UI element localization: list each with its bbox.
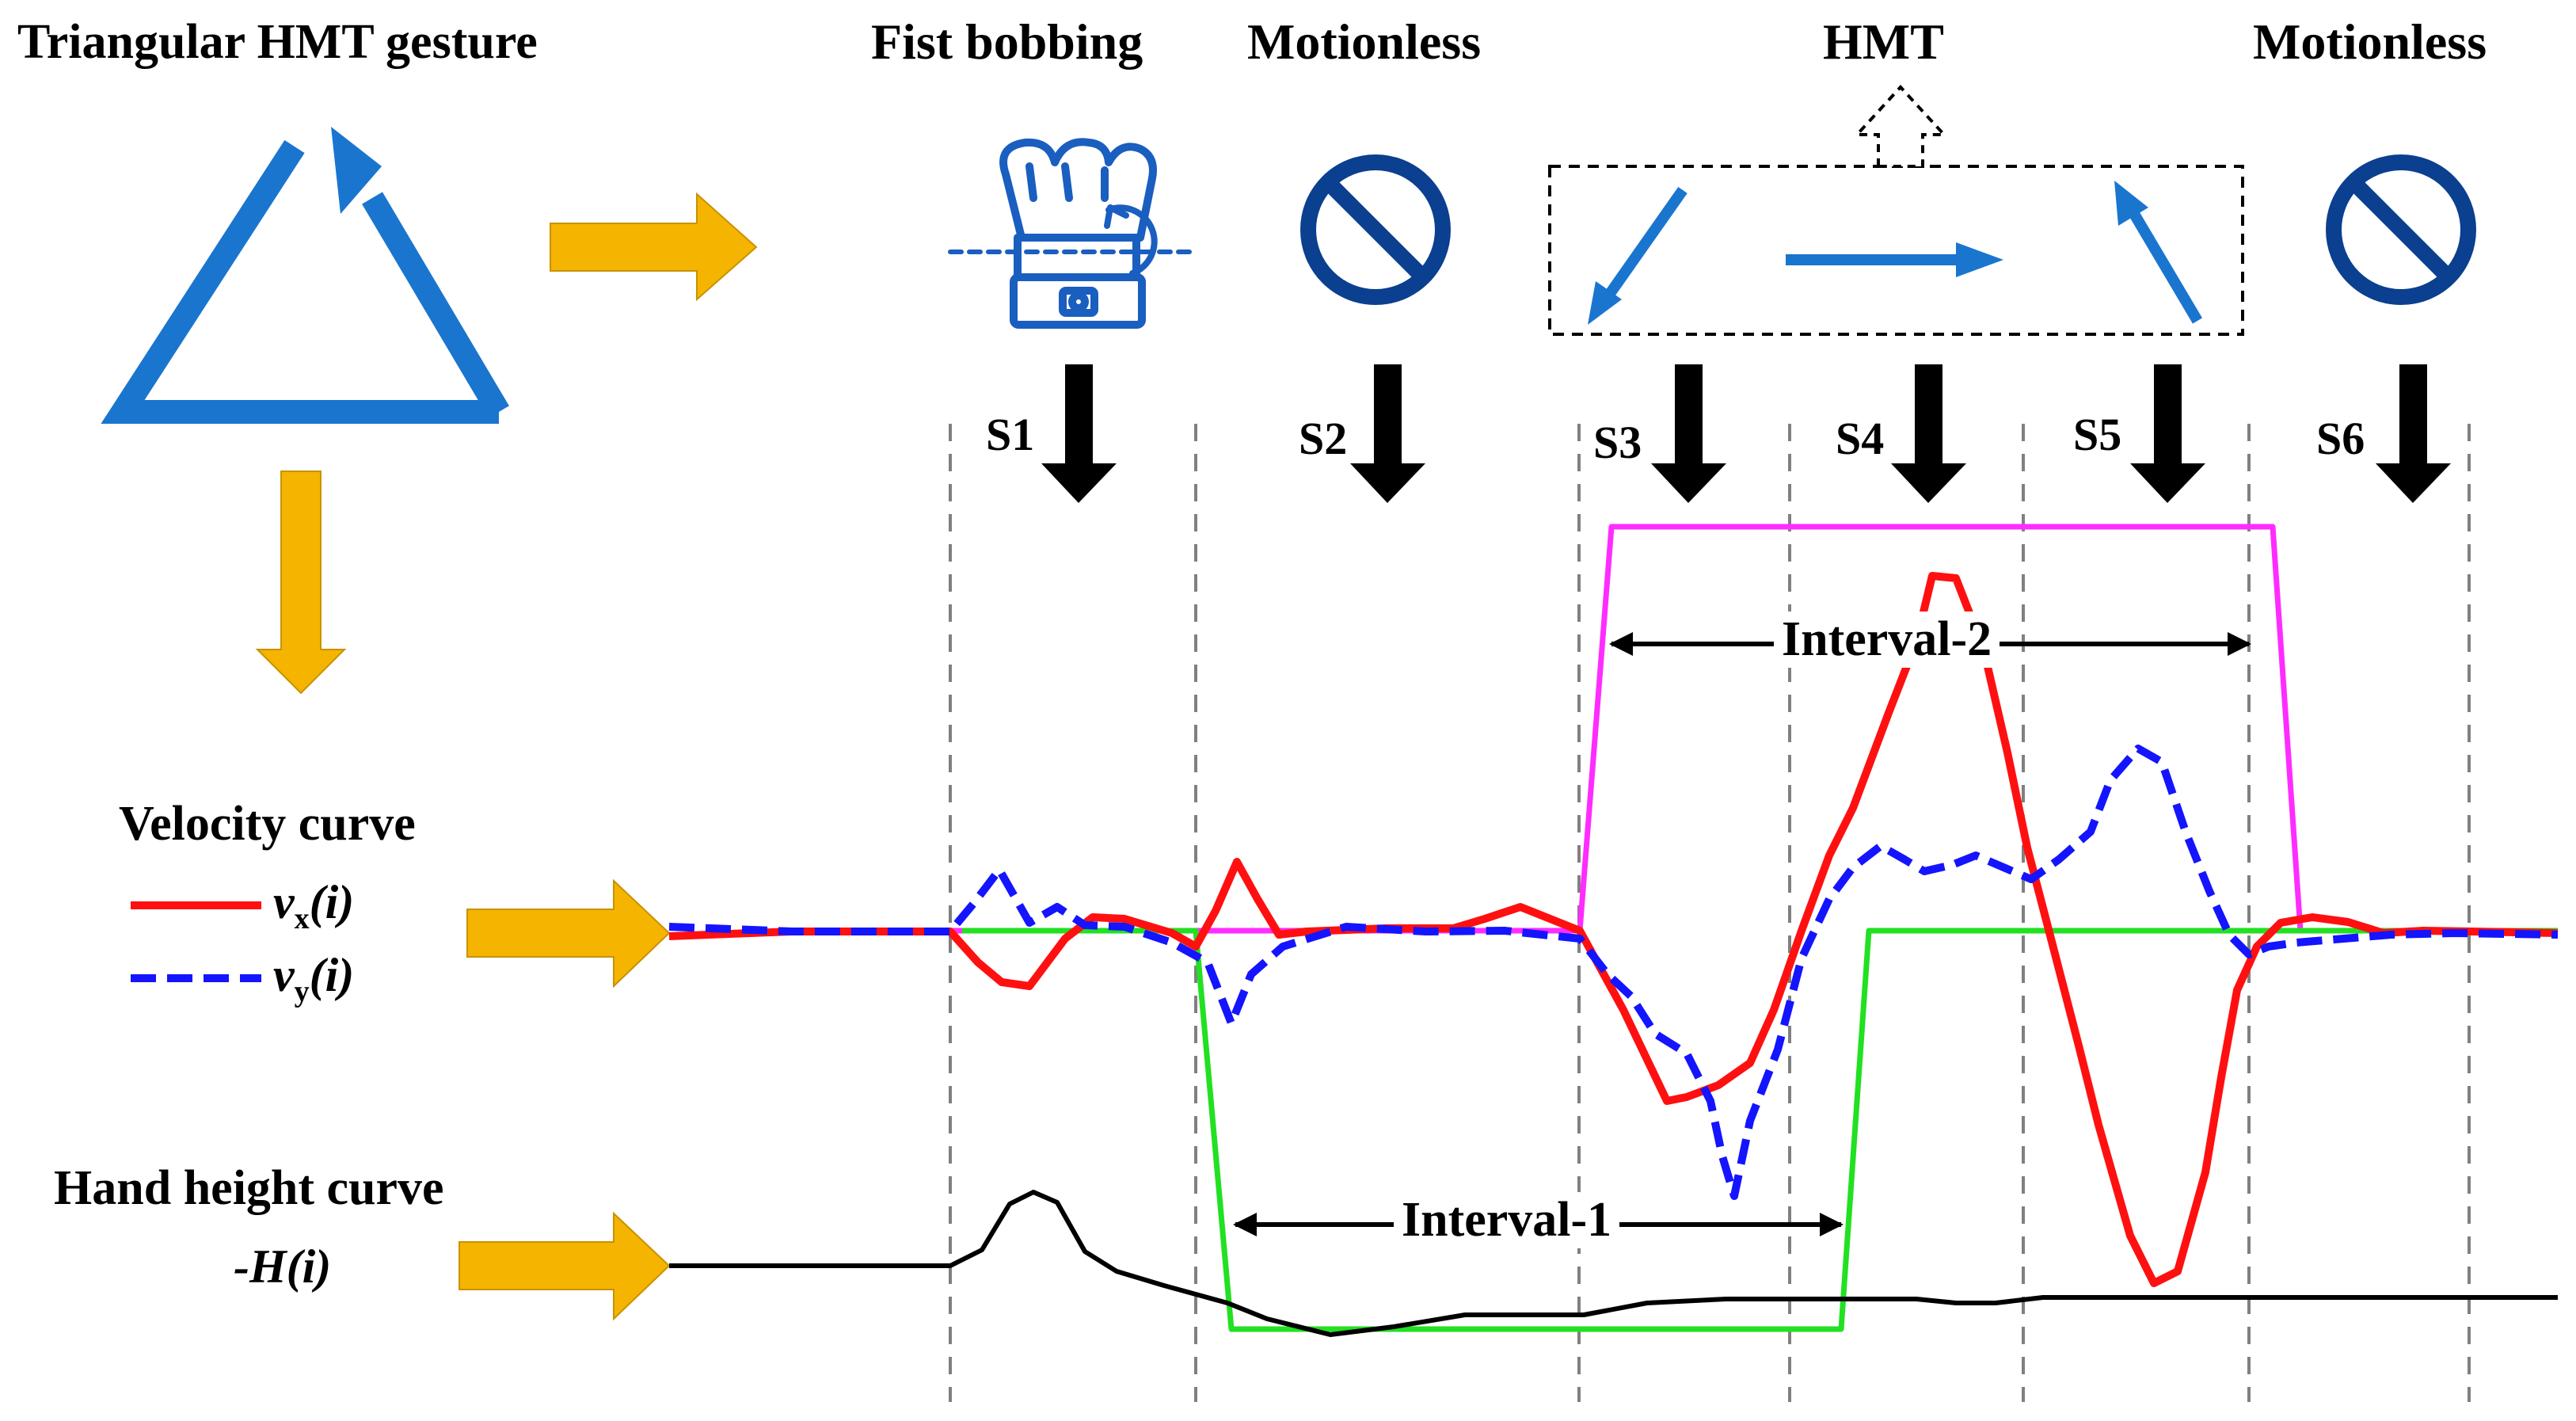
interval2-label: Interval-2 <box>1774 611 2000 668</box>
interval1-label: Interval-1 <box>1394 1192 1620 1248</box>
legend-vx-label: vx(i) <box>273 876 355 935</box>
stage-label-s1: S1 <box>986 409 1035 460</box>
prohibited-icon <box>1300 154 1451 305</box>
stage-arrows <box>1041 364 2451 503</box>
stage-label-s6: S6 <box>2316 413 2365 464</box>
gesture-title: Triangular HMT gesture <box>17 15 538 69</box>
interval2-window-curve <box>855 524 2558 934</box>
stage-label-s4: S4 <box>1836 413 1885 464</box>
hmt-label: HMT <box>1823 13 1944 70</box>
arrow-down-icon <box>255 470 347 695</box>
stage-arrow-s4 <box>1891 364 1966 503</box>
hand-height-curve <box>669 1190 2558 1337</box>
legend-vy-label: vy(i) <box>273 949 355 1008</box>
vy-velocity-curve <box>668 745 2559 1200</box>
triangle-gesture-icon <box>101 127 509 424</box>
arrow-right-icon <box>459 1211 671 1321</box>
prohibited-icon <box>2326 154 2476 305</box>
hmt-direction-arrows-icon <box>1548 85 2244 336</box>
motionless-label-2: Motionless <box>2253 13 2487 70</box>
fist-bobbing-label: Fist bobbing <box>871 13 1143 70</box>
velocity-curve-title: Velocity curve <box>119 797 416 851</box>
stage-arrow-s2 <box>1350 364 1425 503</box>
stage-label-s2: S2 <box>1299 413 1348 464</box>
stage-arrow-s3 <box>1651 364 1726 503</box>
arrow-right-icon <box>550 192 758 302</box>
arrow-right-icon <box>466 878 671 989</box>
stage-arrow-s1 <box>1041 364 1117 503</box>
motionless-label-1: Motionless <box>1247 13 1482 70</box>
fist-bobbing-icon <box>948 138 1198 329</box>
vx-velocity-curve <box>668 572 2559 1287</box>
stage-arrow-s6 <box>2376 364 2451 503</box>
interval1-window-curve <box>962 928 2558 1332</box>
stage-label-s3: S3 <box>1593 417 1642 468</box>
stage-arrow-s5 <box>2130 364 2205 503</box>
hand-height-curve-title: Hand height curve <box>54 1161 444 1215</box>
hand-height-symbol: -H(i) <box>234 1240 332 1293</box>
hmt-up-outline-arrow-icon <box>1853 85 1948 168</box>
flow-arrows <box>255 192 758 1321</box>
segment-dividers <box>949 424 2471 1402</box>
stage-label-s5: S5 <box>2073 409 2122 460</box>
